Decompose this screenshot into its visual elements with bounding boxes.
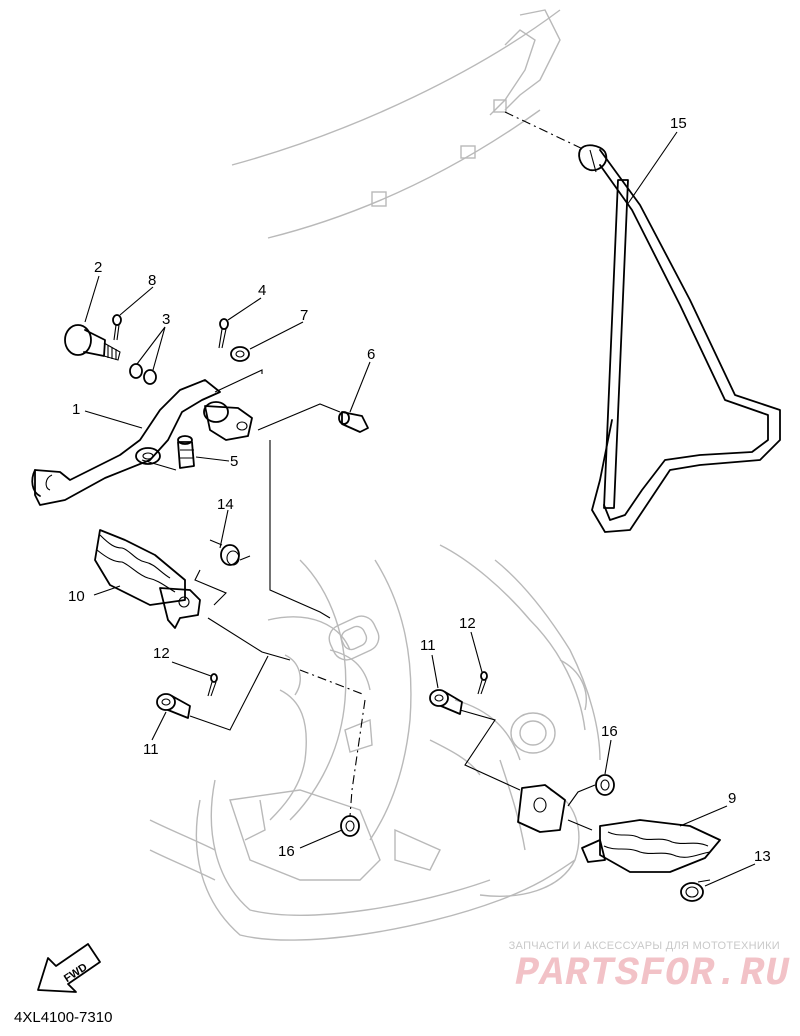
label-part-3: 3 <box>162 311 170 328</box>
watermark-brand: PARTSFOR.RU <box>514 952 790 997</box>
washer-16-left <box>340 815 360 837</box>
label-part-2: 2 <box>94 259 102 276</box>
label-part-7: 7 <box>300 307 308 324</box>
torsion-spring <box>209 539 251 566</box>
label-part-16-right: 16 <box>601 723 618 740</box>
frame-outline <box>149 9 601 941</box>
part-labels: 2 8 3 4 7 6 1 5 14 10 15 12 11 11 12 16 … <box>68 115 771 865</box>
label-part-16-left: 16 <box>278 843 295 860</box>
o-rings <box>129 363 157 385</box>
cotter-pin-12-right <box>477 671 488 695</box>
label-part-1: 1 <box>72 401 80 418</box>
cotter-pin-8 <box>112 314 122 341</box>
washer-16-right <box>595 774 615 796</box>
washer <box>230 346 250 362</box>
label-part-8: 8 <box>148 272 156 289</box>
side-stand <box>578 144 781 533</box>
label-part-4: 4 <box>258 282 266 299</box>
label-part-14: 14 <box>217 496 234 513</box>
fwd-label: FWD <box>62 961 90 985</box>
footrest-pin-right <box>429 689 463 715</box>
joint-pin <box>177 435 195 469</box>
footrest-left <box>94 529 201 629</box>
footrest-pin-left <box>156 693 191 719</box>
footrest-bracket-right <box>517 784 566 833</box>
spring-clip <box>680 879 711 902</box>
label-part-15: 15 <box>670 115 687 132</box>
pivot-bolt <box>64 324 121 361</box>
assembly-centerlines <box>141 111 596 831</box>
watermark-tagline: ЗАПЧАСТИ И АКСЕССУАРЫ ДЛЯ МОТОТЕХНИКИ <box>508 940 780 952</box>
cotter-pin-12-left <box>207 673 218 697</box>
label-part-13: 13 <box>754 848 771 865</box>
fwd-arrow: FWD <box>37 943 101 993</box>
label-part-6: 6 <box>367 346 375 363</box>
label-part-5: 5 <box>230 453 238 470</box>
footrest-right <box>581 819 721 873</box>
label-part-9: 9 <box>728 790 736 807</box>
label-part-12-left: 12 <box>153 645 170 662</box>
cotter-pin-4 <box>218 318 229 349</box>
label-part-11-right: 11 <box>420 637 436 654</box>
label-part-11-left: 11 <box>143 741 159 758</box>
clevis-pin <box>338 411 369 433</box>
label-part-12-right: 12 <box>459 615 476 632</box>
label-part-10: 10 <box>68 588 85 605</box>
brake-pedal <box>31 379 253 506</box>
leader-lines <box>84 131 756 887</box>
diagram-code: 4XL4100-7310 <box>14 1009 113 1026</box>
